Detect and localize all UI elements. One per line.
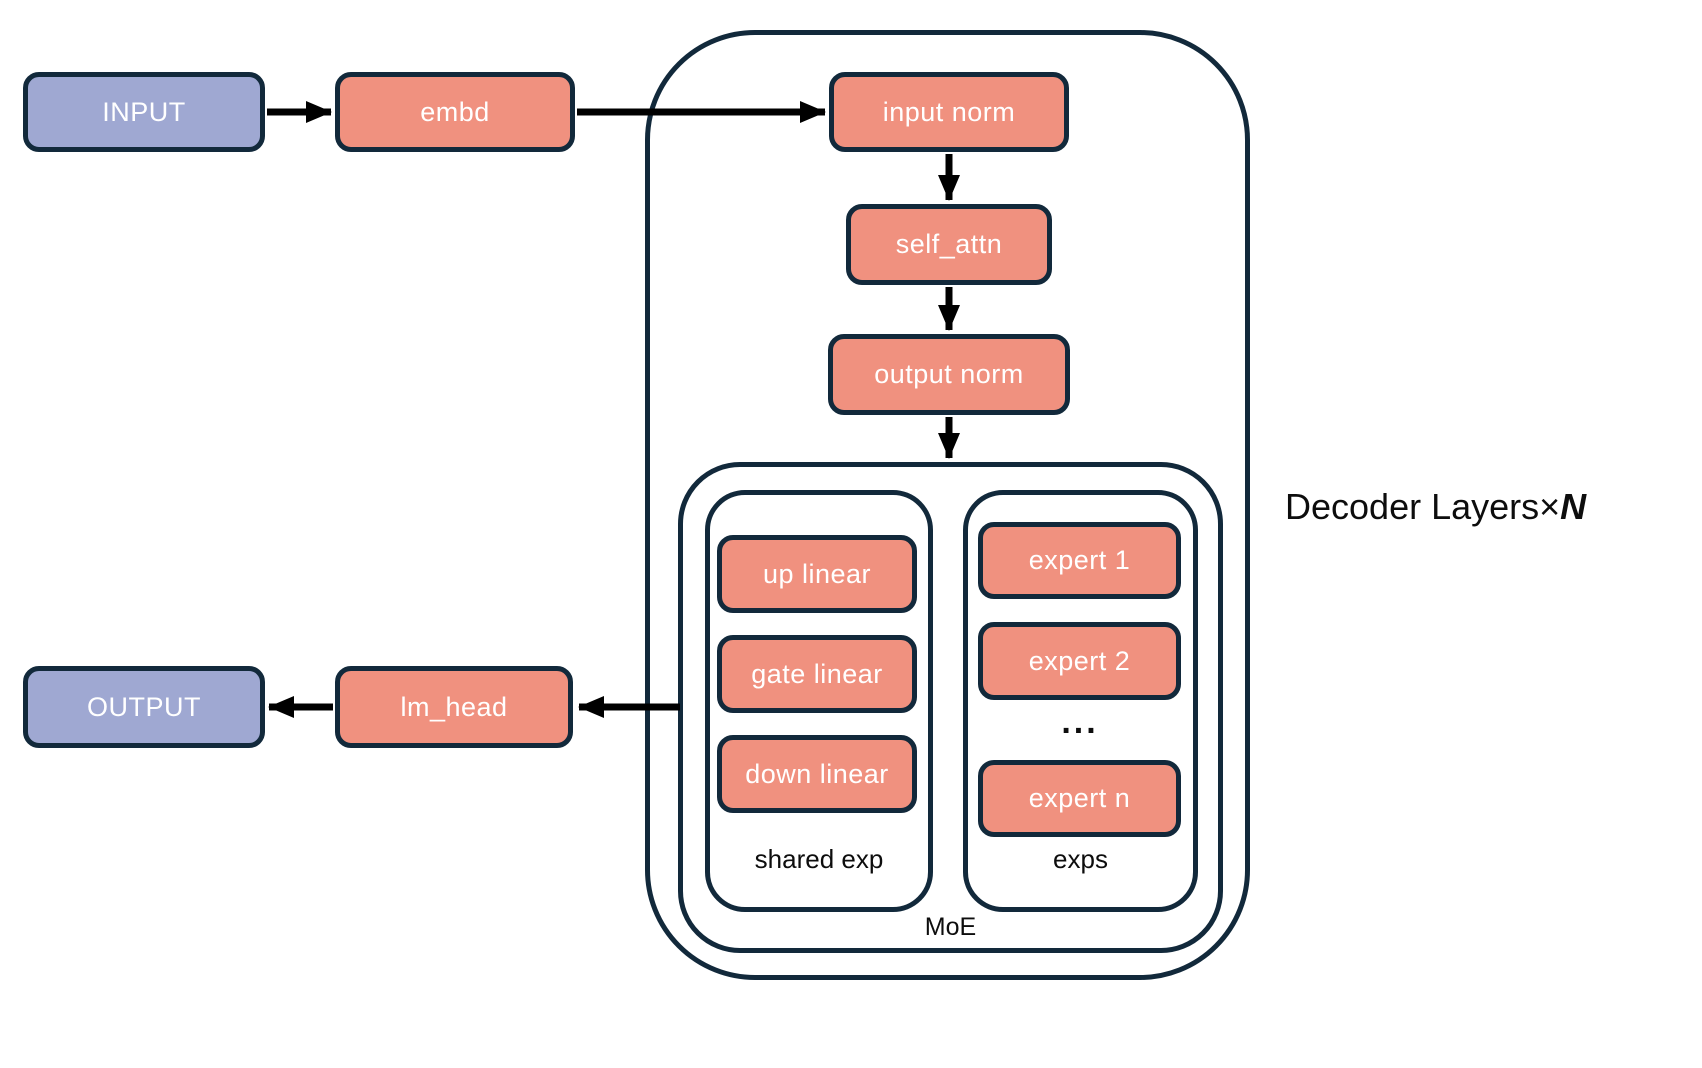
self-attn-node: self_attn [846, 204, 1052, 285]
up-linear-node: up linear [717, 535, 917, 613]
exps-label: exps [1053, 844, 1108, 874]
times-symbol: × [1539, 486, 1561, 527]
expert-n-node: expert n [978, 760, 1181, 837]
experts-ellipsis: ... [1061, 703, 1099, 741]
shared-exp-label: shared exp [754, 844, 884, 874]
decoder-layers-container [645, 30, 1250, 980]
experts-container: exps [963, 490, 1198, 912]
moe-label: MoE [924, 913, 977, 941]
embd-node: embd [335, 72, 575, 152]
expert-1-node: expert 1 [978, 522, 1181, 599]
lm-head-node: lm_head [335, 666, 573, 748]
input-norm-node: input norm [829, 72, 1069, 152]
output-node: OUTPUT [23, 666, 265, 748]
input-node: INPUT [23, 72, 265, 152]
down-linear-node: down linear [717, 735, 917, 813]
decoder-caption-text: Decoder Layers [1285, 486, 1540, 527]
gate-linear-node: gate linear [717, 635, 917, 713]
moe-container: MoE [678, 462, 1223, 953]
output-norm-node: output norm [828, 334, 1070, 415]
shared-exp-container: shared exp [705, 490, 933, 912]
n-variable: N [1560, 486, 1587, 527]
expert-2-node: expert 2 [978, 622, 1181, 700]
decoder-layers-caption: Decoder Layers×N [1285, 486, 1586, 528]
